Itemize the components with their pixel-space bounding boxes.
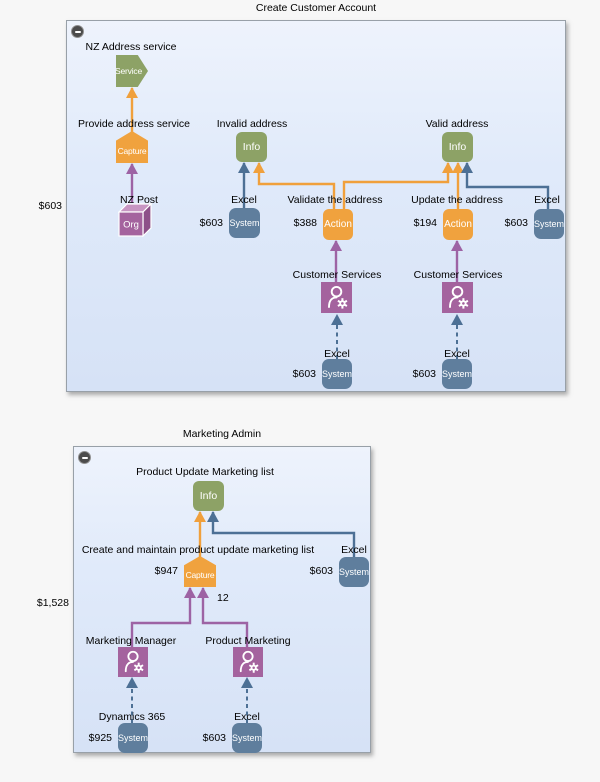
cost-label: $603: [202, 732, 226, 744]
node-system[interactable]: System: [442, 359, 472, 389]
node-service[interactable]: Service: [116, 55, 148, 87]
person-gear-icon: [449, 285, 469, 309]
person-gear-icon: [124, 650, 144, 673]
node-system[interactable]: System: [229, 208, 260, 238]
person-gear-icon: [239, 650, 259, 673]
panel-total-label: $1,528: [36, 597, 69, 609]
node-action[interactable]: Action: [443, 209, 473, 240]
name-label: Dynamics 365: [98, 711, 166, 723]
name-label: NZ Address service: [85, 41, 177, 53]
edge-weight-label: 12: [217, 592, 229, 604]
name-label: Excel: [444, 348, 470, 360]
svg-text:Org: Org: [123, 220, 139, 231]
name-label: NZ Post: [120, 194, 158, 206]
panel-title: Marketing Admin: [182, 428, 262, 440]
name-label: Customer Services: [292, 269, 382, 281]
name-label: Product Update Marketing list: [136, 466, 274, 478]
node-info[interactable]: Info: [442, 132, 473, 162]
node-person[interactable]: [118, 647, 148, 677]
name-label: Create and maintain product update marke…: [81, 544, 315, 556]
cost-label: $194: [413, 217, 437, 229]
name-label: Valid address: [425, 118, 489, 130]
node-person[interactable]: [321, 282, 352, 313]
org-cube-icon: Org: [118, 203, 152, 237]
node-system[interactable]: System: [339, 557, 369, 587]
node-capture[interactable]: Capture: [184, 556, 216, 587]
node-system[interactable]: System: [232, 723, 262, 753]
cost-label: $925: [88, 732, 112, 744]
panel-total-label: $603: [38, 200, 62, 212]
person-gear-icon: [328, 285, 348, 309]
node-system[interactable]: System: [534, 209, 564, 239]
collapse-button[interactable]: [78, 451, 91, 464]
cost-label: $603: [504, 217, 528, 229]
node-person[interactable]: [442, 282, 473, 313]
node-action[interactable]: Action: [323, 209, 353, 240]
cost-label: $603: [292, 368, 316, 380]
cost-label: $603: [199, 217, 223, 229]
node-system[interactable]: System: [322, 359, 352, 389]
node-info[interactable]: Info: [236, 132, 267, 162]
node-org[interactable]: Org: [118, 203, 152, 237]
name-label: Validate the address: [287, 194, 383, 206]
node-info[interactable]: Info: [193, 481, 224, 511]
node-system[interactable]: System: [118, 723, 148, 753]
collapse-button[interactable]: [71, 25, 84, 38]
name-label: Excel: [534, 194, 560, 206]
panel-title: Create Customer Account: [255, 2, 377, 14]
cost-label: $947: [154, 565, 178, 577]
name-label: Marketing Manager: [85, 635, 177, 647]
name-label: Product Marketing: [205, 635, 291, 647]
name-label: Invalid address: [216, 118, 288, 130]
cost-label: $603: [309, 565, 333, 577]
node-capture[interactable]: Capture: [116, 131, 148, 163]
name-label: Excel: [234, 711, 260, 723]
cost-label: $603: [412, 368, 436, 380]
name-label: Excel: [231, 194, 257, 206]
cost-label: $388: [293, 217, 317, 229]
name-label: Update the address: [411, 194, 503, 206]
name-label: Excel: [341, 544, 367, 556]
node-person[interactable]: [233, 647, 263, 677]
name-label: Provide address service: [77, 118, 191, 130]
name-label: Customer Services: [413, 269, 503, 281]
name-label: Excel: [324, 348, 350, 360]
